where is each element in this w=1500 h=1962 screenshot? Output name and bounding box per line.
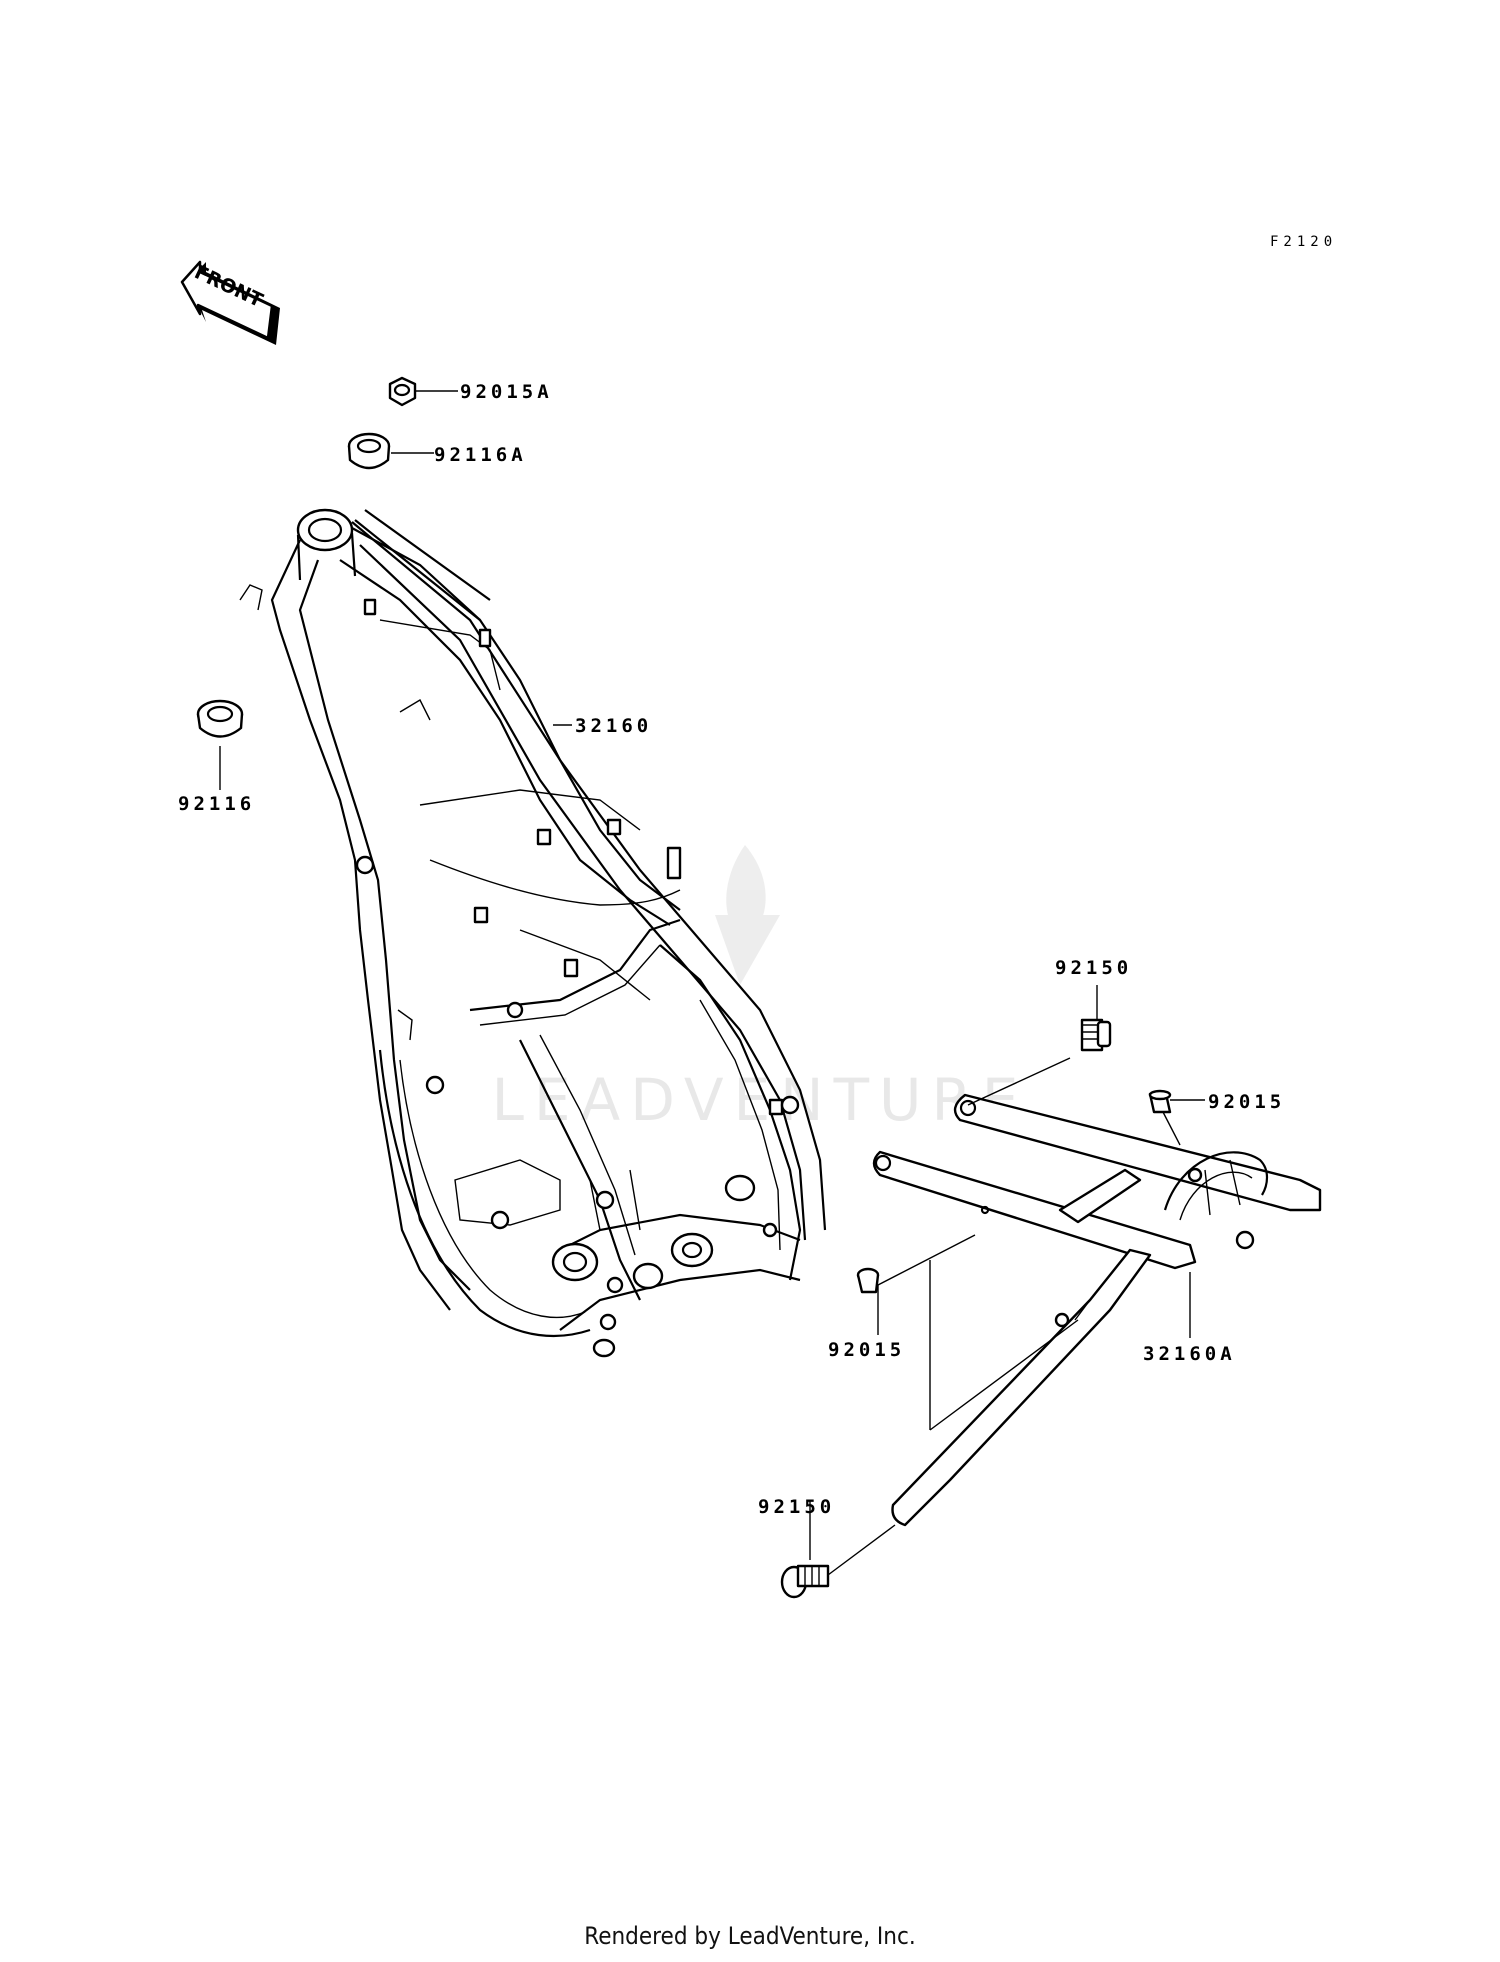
watermark-flame-icon: [715, 845, 780, 985]
label-92015-left: 92015: [828, 1339, 905, 1361]
label-92116a: 92116A: [434, 444, 527, 466]
leader-lines: [219, 390, 1205, 1576]
label-92015-right: 92015: [1208, 1091, 1285, 1113]
collar-92015-right-icon[interactable]: [1148, 1089, 1172, 1114]
bolt-92150-lower-icon[interactable]: [780, 1564, 830, 1599]
label-32160a: 32160A: [1143, 1343, 1236, 1365]
label-92150-upper: 92150: [1055, 957, 1132, 979]
front-arrow-icon: FRONT: [180, 260, 280, 345]
label-92015a: 92015A: [460, 381, 553, 403]
sub-frame[interactable]: [872, 1093, 1322, 1527]
collar-92015-left-icon[interactable]: [856, 1267, 880, 1294]
bolt-92150-upper-icon[interactable]: [1080, 1018, 1112, 1052]
figure-code: F2120: [1270, 234, 1337, 250]
bearing-92116a-icon[interactable]: [347, 432, 391, 470]
nut-92015a-icon[interactable]: [388, 376, 417, 407]
label-92116: 92116: [178, 793, 255, 815]
footer-credit: Rendered by LeadVenture, Inc.: [584, 1922, 916, 1950]
bearing-92116-icon[interactable]: [196, 699, 244, 738]
label-92150-lower: 92150: [758, 1496, 835, 1518]
watermark: LEADVENTURE: [492, 845, 1018, 1134]
main-frame[interactable]: [239, 508, 827, 1358]
label-32160: 32160: [575, 715, 652, 737]
